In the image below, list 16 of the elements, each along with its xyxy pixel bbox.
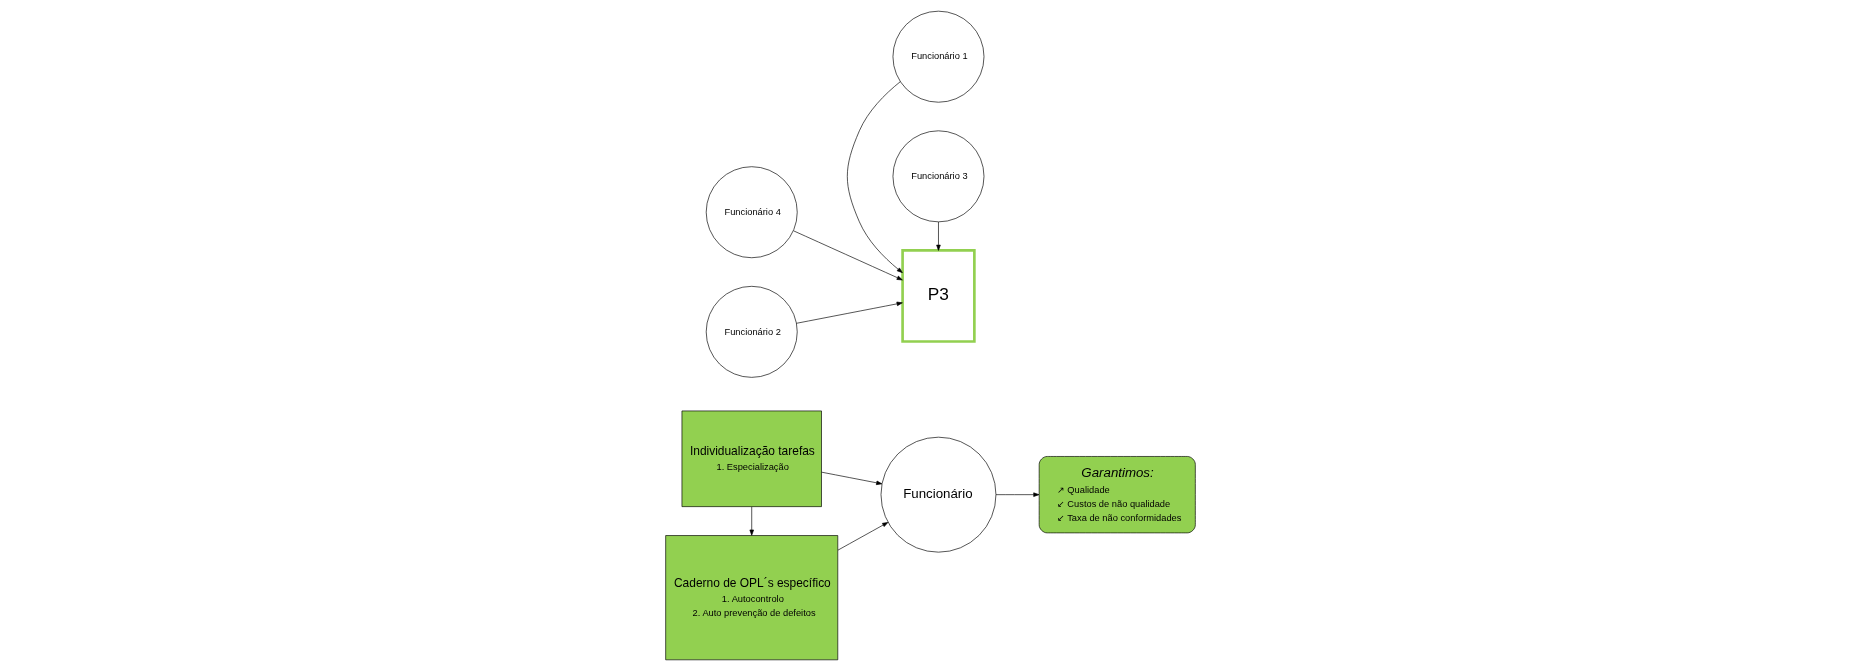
node-box: P3 bbox=[900, 249, 976, 343]
node-circle: Funcionário 3 bbox=[892, 130, 984, 223]
node-circle: Funcionário 4 bbox=[705, 166, 798, 259]
arrow bbox=[837, 522, 888, 551]
node-circle: Funcionário 1 bbox=[892, 10, 984, 103]
arrow bbox=[935, 221, 941, 251]
arrow bbox=[846, 81, 903, 273]
arrow bbox=[749, 506, 754, 536]
arrow bbox=[995, 492, 1039, 497]
arrow bbox=[795, 301, 903, 324]
node-box: Caderno de OPL´s específico 1. Autocontrolo 2. Auto prevenção de defeitos bbox=[664, 535, 838, 661]
node-circle: Funcionário 2 bbox=[705, 286, 798, 378]
node-box: Individualização tarefas 1. Especialização bbox=[681, 410, 822, 507]
arrow bbox=[820, 471, 882, 485]
arrow bbox=[792, 230, 903, 281]
node-box: Garantimos: ↗ Qualidade ↙ Custos de não qualidade ↙ Taxa de não conformidades bbox=[1038, 456, 1196, 534]
